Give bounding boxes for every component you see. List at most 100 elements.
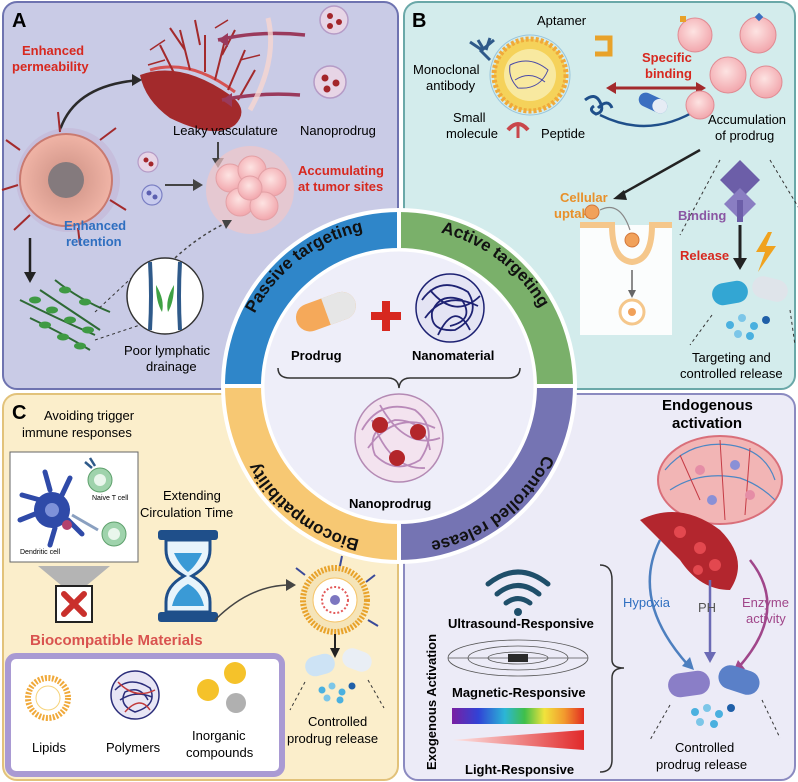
leaky-vasculature-icon — [140, 19, 261, 132]
leaky-vasculature-label: Leaky vasculature — [173, 123, 278, 138]
open-capsule-icon-b — [712, 276, 788, 306]
controlled-release-label-d: Controlled prodrug release — [656, 740, 747, 772]
binding-label: Binding — [678, 208, 726, 223]
polymer-icon — [110, 670, 160, 720]
small-nanoprodrug-icons — [137, 151, 163, 206]
ph-label: PH — [698, 600, 716, 615]
poor-lymphatic-label: Poor lymphatic drainage — [124, 343, 214, 374]
arrow-tumor-to-vessel — [58, 78, 141, 131]
ring-segment-passive — [225, 212, 399, 386]
arrow-to-uptake — [619, 148, 701, 197]
extending-label: Extending Circulation Time — [140, 488, 233, 520]
enzyme-arrow — [737, 559, 769, 669]
inorganic-icon — [197, 662, 246, 713]
receptor-link — [71, 513, 99, 532]
prodrug-label: Prodrug — [291, 348, 342, 363]
arrowhead-particles-right — [193, 179, 203, 191]
dashed-arrowhead — [222, 220, 232, 229]
release-dashed-lines-d — [649, 699, 781, 741]
arrowhead-tumor-to-vessel — [132, 74, 142, 86]
arrowhead-retention-down — [24, 272, 36, 283]
release-dashed-lines — [689, 309, 796, 346]
targeting-release-label: Targeting and controlled release — [680, 350, 783, 381]
ultrasound-wave-icon — [485, 569, 551, 616]
enhanced-retention-label: Enhanced retention — [64, 218, 130, 249]
light-label: Light-Responsive — [465, 762, 574, 777]
release-dashed-lines-c — [289, 679, 385, 711]
avoiding-label: Avoiding trigger immune responses — [22, 408, 138, 440]
ring-segment-active — [399, 212, 573, 386]
release-label: Release — [680, 248, 729, 263]
nanomaterial-label: Nanomaterial — [412, 348, 494, 363]
light-intensity-wedge — [452, 730, 584, 750]
specific-binding-label: Specific binding — [642, 50, 695, 81]
lipids-label: Lipids — [32, 740, 66, 755]
binding-arrowhead-left — [606, 82, 616, 94]
antibody-icon — [469, 37, 495, 62]
lymphatic-valve-icon — [148, 261, 182, 331]
zoom-lines-b — [679, 159, 798, 236]
dashed-arrow-to-accumulation — [174, 221, 229, 259]
endogenous-label: Endogenous activation — [662, 397, 757, 432]
ultrasound-label: Ultrasound-Responsive — [448, 616, 594, 631]
ring-segment-controlled — [399, 386, 573, 560]
arrowhead-liposome-down — [330, 648, 340, 658]
drug-molecules-icon — [726, 314, 770, 340]
receptor-icon — [720, 160, 760, 222]
lightning-icon — [756, 232, 776, 272]
hourglass-icon — [158, 530, 218, 622]
magnetic-label: Magnetic-Responsive — [452, 685, 586, 700]
exogenous-bracket — [599, 564, 625, 773]
enhanced-permeability-label: Enhanced permeability — [12, 43, 89, 74]
aptamer-label: Aptamer — [537, 13, 587, 28]
zoom-lines — [94, 269, 141, 341]
open-capsule-icon-c — [305, 648, 372, 677]
arrow-down-gray — [38, 566, 110, 596]
light-spectrum-bar — [452, 708, 584, 724]
tumor-accumulation-icon — [206, 146, 294, 234]
lymphatic-vessel-icon — [19, 279, 111, 351]
hypoxia-label: Hypoxia — [623, 595, 671, 610]
lipid-icon — [25, 675, 71, 721]
tumor-vessel-icon — [640, 435, 783, 590]
panel-c-letter: C — [12, 402, 26, 424]
ph-arrowhead — [704, 652, 716, 663]
light-streak — [247, 17, 274, 112]
open-capsule-icon-d — [668, 665, 760, 698]
cross-icon — [61, 591, 87, 617]
t-cell-icon — [101, 521, 127, 547]
dendritic-cell-icon — [17, 469, 85, 548]
arrowhead-to-uptake — [613, 190, 627, 200]
arrow-to-liposome — [214, 584, 291, 621]
inorganic-label: Inorganic compounds — [186, 728, 254, 760]
drug-molecules-icon-d — [691, 704, 735, 728]
dendritic-cell-label: Dendritic cell — [20, 549, 61, 556]
nanoprodrug-particle-icon — [313, 5, 349, 99]
target-cells-icon — [677, 12, 783, 120]
naive-t-cell-icon — [84, 457, 113, 493]
biocompatible-materials-label: Biocompatible Materials — [30, 632, 203, 649]
monoclonal-label: Monoclonal antibody — [413, 62, 483, 93]
arrowhead-release-down — [733, 258, 747, 270]
small-molecule-icon — [506, 122, 530, 138]
flow-arrowhead-2 — [222, 93, 232, 107]
tumor-icon — [1, 111, 127, 246]
nanoprodrug-center-label: Nanoprodrug — [349, 496, 431, 511]
naive-t-cell-label: Naive T cell — [92, 495, 129, 502]
capsule-icon-b — [638, 92, 668, 114]
enzyme-label: Enzyme activity — [742, 595, 793, 626]
nanoprodrug-center-icon — [354, 393, 444, 483]
flow-arrowhead-1 — [218, 33, 228, 47]
peptide-icon — [584, 95, 614, 116]
accumulation-label: Accumulation of prodrug — [708, 112, 790, 143]
hypoxia-arrow — [648, 539, 689, 666]
drug-molecules-icon-c — [318, 682, 356, 704]
panel-b-letter: B — [412, 10, 426, 32]
lymphatic-zoom-circle — [126, 257, 204, 335]
magnetic-field-icon — [447, 639, 589, 677]
exogenous-label: Exogenous Activation — [424, 634, 439, 770]
peptide-label: Peptide — [541, 126, 585, 141]
functionalized-nanoparticle-icon — [489, 34, 571, 116]
polymers-label: Polymers — [106, 740, 161, 755]
